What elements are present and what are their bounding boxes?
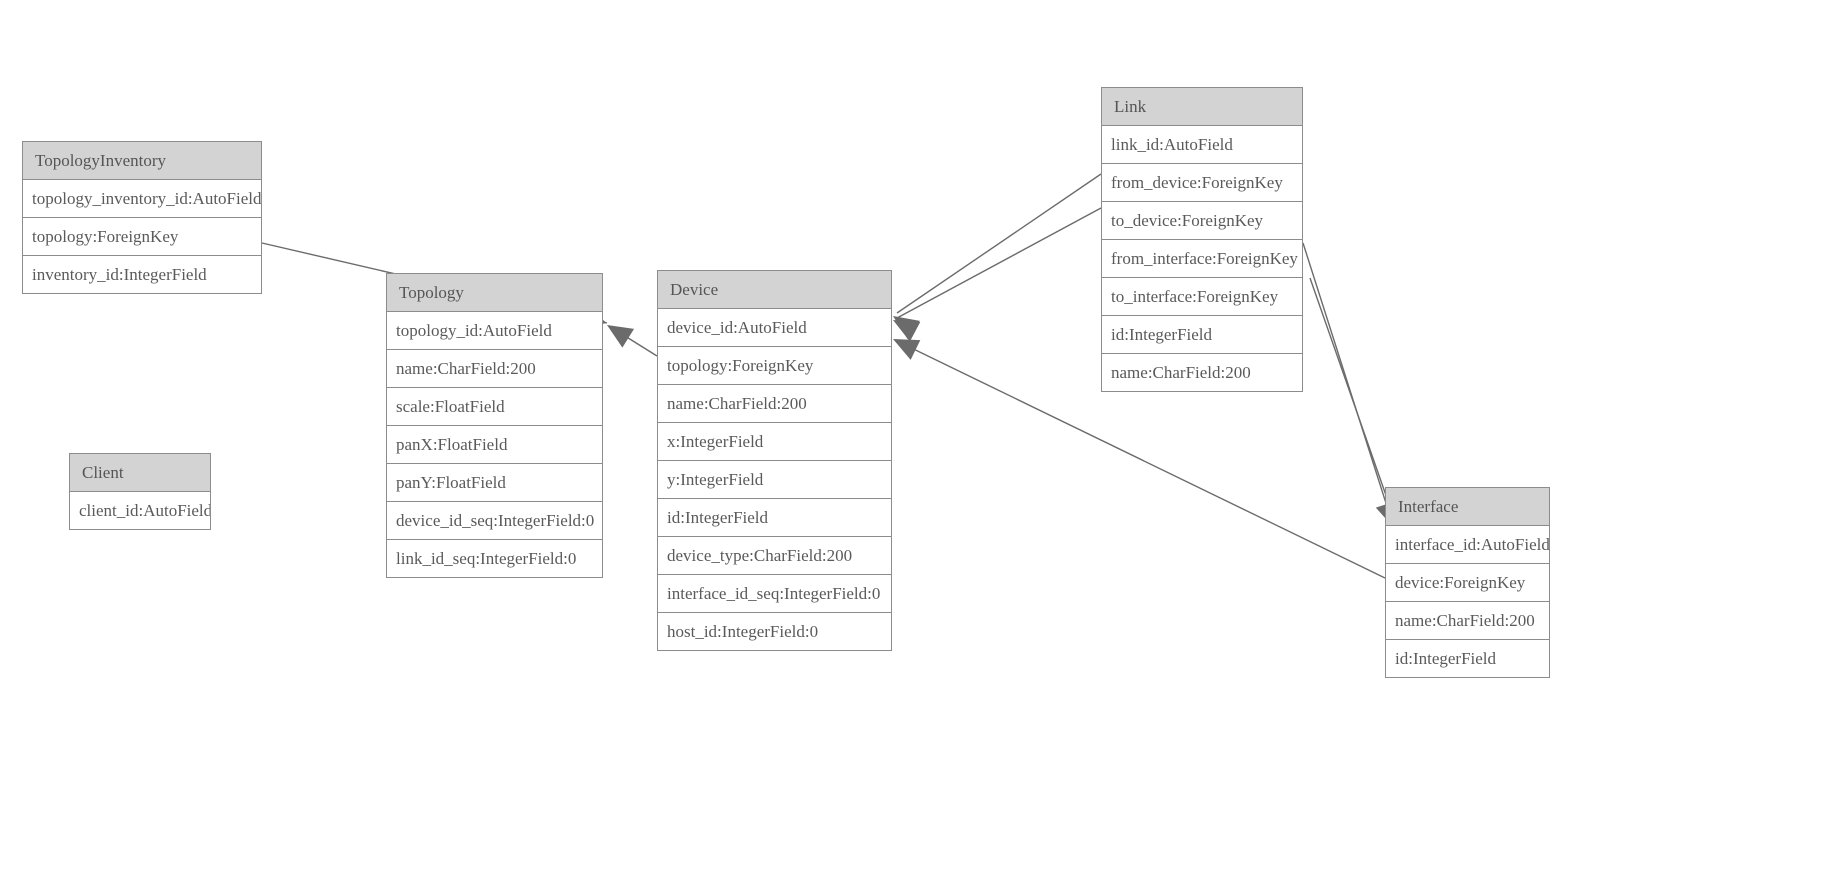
entity-field: x:IntegerField	[658, 423, 891, 461]
entity-field: link_id:AutoField	[1102, 126, 1302, 164]
entity-title-topology: Topology	[387, 274, 602, 312]
relation-arrowhead	[893, 320, 921, 342]
entity-field: id:IntegerField	[658, 499, 891, 537]
entity-field: to_device:ForeignKey	[1102, 202, 1302, 240]
entity-title-topology_inventory: TopologyInventory	[23, 142, 261, 180]
entity-field: from_interface:ForeignKey	[1102, 240, 1302, 278]
entity-title-link: Link	[1102, 88, 1302, 126]
entity-field: device_id:AutoField	[658, 309, 891, 347]
relation-line	[896, 207, 1102, 319]
entity-field: y:IntegerField	[658, 461, 891, 499]
entity-field: inventory_id:IntegerField	[23, 256, 261, 293]
relation-arrowhead	[893, 339, 921, 360]
entity-field: topology:ForeignKey	[658, 347, 891, 385]
relation-line	[896, 173, 1102, 314]
entity-title-device: Device	[658, 271, 891, 309]
entity-field: name:CharField:200	[387, 350, 602, 388]
entity-field: device:ForeignKey	[1386, 564, 1549, 602]
entity-field: device_id_seq:IntegerField:0	[387, 502, 602, 540]
relation-link-to-device	[893, 207, 1102, 342]
entity-title-interface: Interface	[1386, 488, 1549, 526]
relation-line	[608, 325, 658, 357]
entity-field: name:CharField:200	[1386, 602, 1549, 640]
entity-field: panX:FloatField	[387, 426, 602, 464]
entity-field: name:CharField:200	[1102, 354, 1302, 391]
relation-line	[1302, 242, 1393, 523]
entity-field: id:IntegerField	[1386, 640, 1549, 677]
entity-field: host_id:IntegerField:0	[658, 613, 891, 650]
entity-field: link_id_seq:IntegerField:0	[387, 540, 602, 577]
entity-field: interface_id_seq:IntegerField:0	[658, 575, 891, 613]
relation-device-topology	[607, 325, 658, 357]
entity-title-client: Client	[70, 454, 210, 492]
relation-line	[1309, 277, 1397, 525]
entity-field: interface_id:AutoField	[1386, 526, 1549, 564]
entity-field: scale:FloatField	[387, 388, 602, 426]
relation-arrowhead	[607, 325, 635, 348]
entity-field: device_type:CharField:200	[658, 537, 891, 575]
entity-field: topology_inventory_id:AutoField	[23, 180, 261, 218]
entity-field: topology_id:AutoField	[387, 312, 602, 350]
entity-field: name:CharField:200	[658, 385, 891, 423]
entity-field: from_device:ForeignKey	[1102, 164, 1302, 202]
entity-field: to_interface:ForeignKey	[1102, 278, 1302, 316]
entity-field: client_id:AutoField	[70, 492, 210, 529]
entity-field: panY:FloatField	[387, 464, 602, 502]
entity-field: id:IntegerField	[1102, 316, 1302, 354]
entity-field: topology:ForeignKey	[23, 218, 261, 256]
relation-link-from-device	[893, 173, 1102, 340]
